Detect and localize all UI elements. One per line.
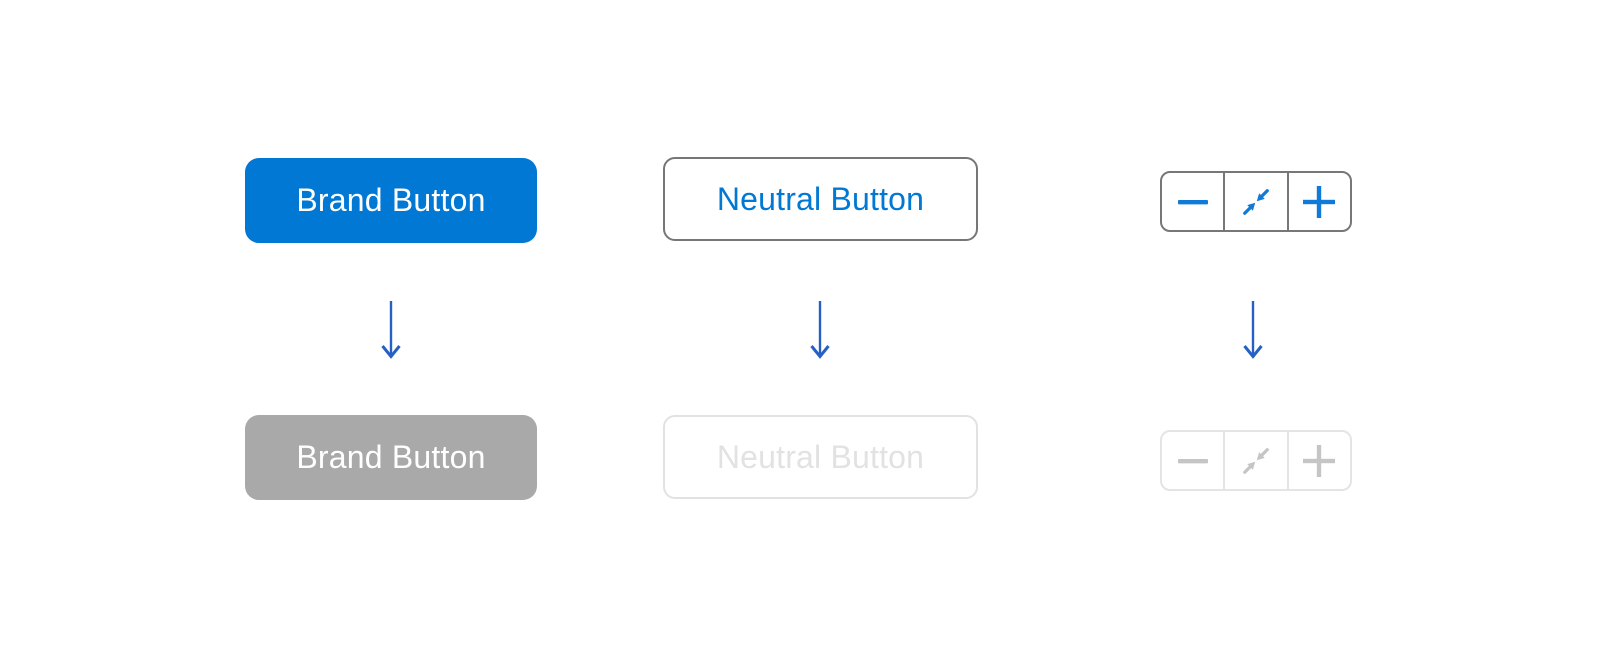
minus-icon: [1177, 186, 1209, 218]
plus-icon: [1302, 185, 1336, 219]
down-arrow-icon: [1240, 299, 1266, 361]
brand-button-enabled[interactable]: Brand Button: [245, 158, 537, 243]
collapse-icon: [1241, 187, 1271, 217]
stepper-group-disabled: [1160, 430, 1352, 491]
collapse-button[interactable]: [1223, 173, 1286, 230]
minus-button-disabled: [1162, 432, 1223, 489]
brand-button-disabled: Brand Button: [245, 415, 537, 500]
plus-icon: [1302, 444, 1336, 478]
down-arrow-icon: [807, 299, 833, 361]
neutral-button-disabled: Neutral Button: [663, 415, 978, 499]
down-arrow-icon: [378, 299, 404, 361]
minus-button[interactable]: [1162, 173, 1223, 230]
plus-button-disabled: [1286, 432, 1350, 489]
collapse-button-disabled: [1223, 432, 1286, 489]
minus-icon: [1177, 445, 1209, 477]
neutral-button-enabled[interactable]: Neutral Button: [663, 157, 978, 241]
stepper-group-enabled: [1160, 171, 1352, 232]
collapse-icon: [1241, 446, 1271, 476]
plus-button[interactable]: [1286, 173, 1350, 230]
